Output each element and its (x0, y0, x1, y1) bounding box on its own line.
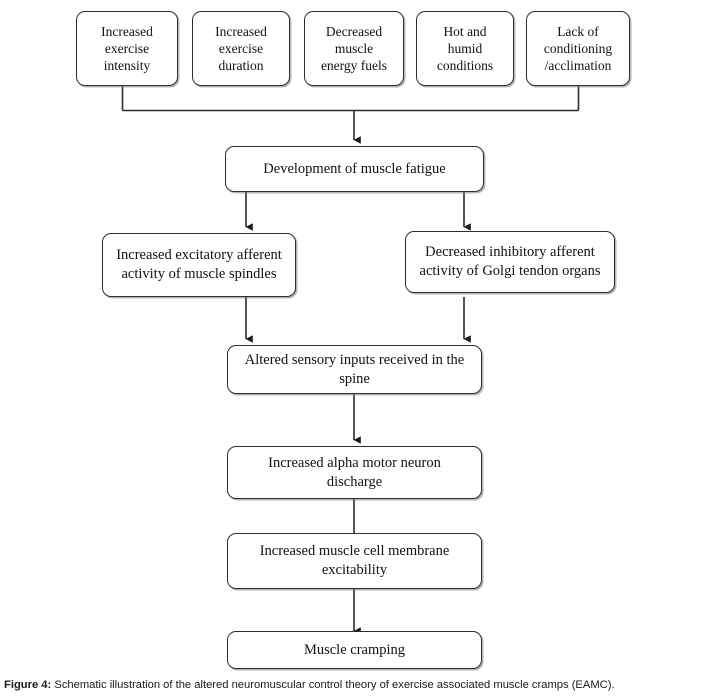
node-label-line: energy fuels (320, 58, 388, 74)
node-label-line: Decreased inhibitory afferent (425, 244, 595, 261)
node-label-line: Increased (101, 23, 153, 39)
node-development-of-muscle-fatigue[interactable]: Development of muscle fatigue (225, 146, 484, 192)
node-label-line: Increased (215, 23, 267, 39)
node-label-line: spine (339, 370, 370, 387)
node-label-line: Altered sensory inputs received in the (244, 351, 465, 368)
node-muscle-cramping[interactable]: Muscle cramping (227, 631, 482, 669)
node-label-line: humid (447, 40, 483, 56)
node-label-line: intensity (103, 58, 151, 74)
edge-top-row-bus (121, 86, 580, 112)
node-hot-and-humid-conditions[interactable]: Hot and humid conditions (416, 11, 514, 86)
node-label-line: Hot and (443, 23, 487, 39)
node-decreased-inhibitory-afferent-activity[interactable]: Decreased inhibitory afferent activity o… (405, 231, 615, 293)
figure-caption-text: Schematic illustration of the altered ne… (51, 679, 615, 691)
node-increased-muscle-cell-membrane-excitability[interactable]: Increased muscle cell membrane excitabil… (227, 533, 482, 589)
node-label-line: conditioning (543, 40, 613, 56)
node-label-line: Development of muscle fatigue (263, 160, 446, 177)
node-label-line: Increased excitatory afferent (116, 247, 282, 264)
node-label-line: exercise (218, 40, 264, 56)
node-label-line: Increased alpha motor neuron (268, 454, 441, 471)
node-label-line: activity of Golgi tendon organs (419, 263, 601, 279)
node-label-line: Decreased (325, 23, 383, 39)
node-altered-sensory-inputs[interactable]: Altered sensory inputs received in the s… (227, 345, 482, 394)
node-label-line: /acclimation (544, 58, 612, 74)
node-label-line: exercise (104, 40, 150, 56)
node-increased-excitatory-afferent-activity[interactable]: Increased excitatory afferent activity o… (102, 233, 296, 297)
figure-caption: Figure 4: Schematic illustration of the … (4, 678, 698, 693)
node-label-line: excitability (321, 562, 388, 578)
node-label-line: muscle (334, 40, 374, 56)
node-label-line: Increased muscle cell membrane (259, 543, 450, 560)
node-label-line: activity of muscle spindles (121, 266, 277, 282)
node-label-line: Lack of (557, 23, 599, 39)
node-label-line: discharge (326, 473, 383, 490)
node-increased-alpha-motor-neuron-discharge[interactable]: Increased alpha motor neuron discharge (227, 446, 482, 499)
node-increased-exercise-intensity[interactable]: Increased exercise intensity (76, 11, 178, 86)
node-label-line: conditions (436, 58, 494, 74)
node-label-line: duration (218, 58, 264, 74)
node-increased-exercise-duration[interactable]: Increased exercise duration (192, 11, 290, 86)
node-label-line: Muscle cramping (303, 641, 406, 658)
node-lack-of-conditioning-acclimation[interactable]: Lack of conditioning /acclimation (526, 11, 630, 86)
figure-caption-label: Figure 4: (4, 679, 52, 691)
node-decreased-muscle-energy-fuels[interactable]: Decreased muscle energy fuels (304, 11, 404, 86)
